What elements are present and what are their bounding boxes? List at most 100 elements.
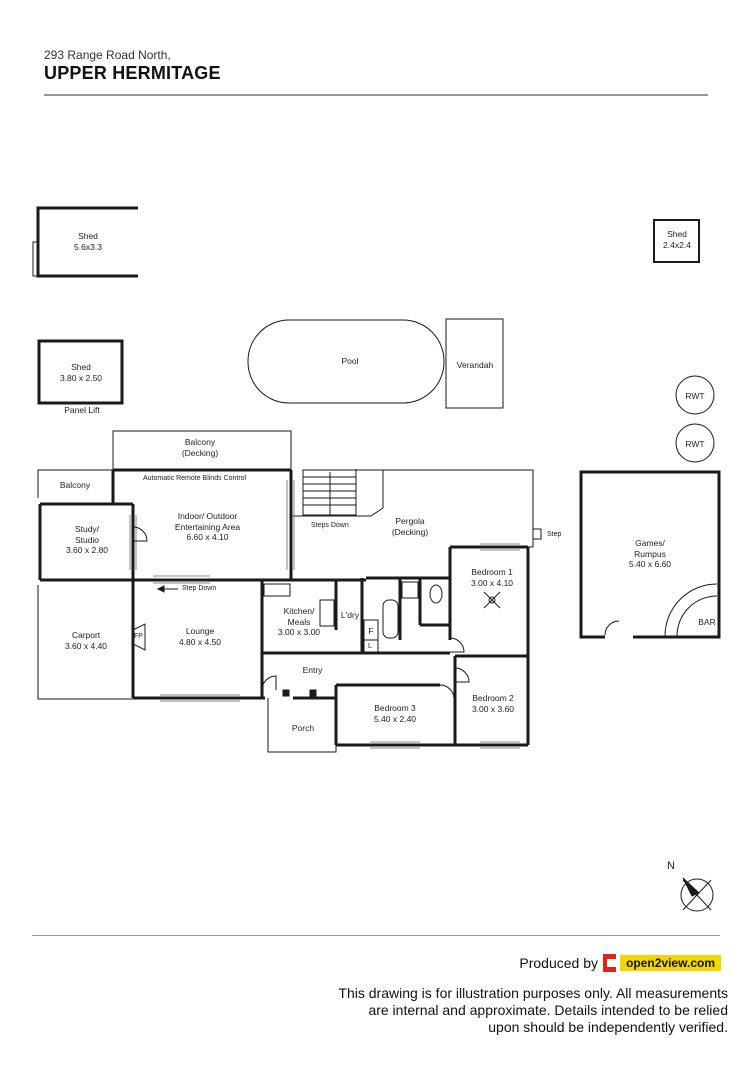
bedroom1-name: Bedroom 1 xyxy=(471,567,513,577)
balcony-decking-outline xyxy=(112,430,292,470)
shed-large-door xyxy=(32,241,39,277)
games-room-walls xyxy=(579,470,721,639)
study-size: 3.60 x 2.80 xyxy=(65,545,109,556)
shed-small-walls xyxy=(653,219,700,263)
shed-small-size: 2.4x2.4 xyxy=(663,239,691,250)
porch-post-1 xyxy=(282,689,290,697)
bedroom2-size: 3.00 x 3.60 xyxy=(471,703,515,714)
study-label: Study/ Studio 3.60 x 2.80 xyxy=(48,524,126,556)
shed-large-name: Shed xyxy=(78,231,98,241)
step-label: Step xyxy=(547,531,562,538)
pergola-sub: (Decking) xyxy=(391,526,429,537)
indoor-outdoor-size: 6.60 x 4.10 xyxy=(186,532,229,543)
porch-label: Porch xyxy=(291,723,315,733)
shed-mid-walls xyxy=(37,339,124,405)
north-label: N xyxy=(667,860,675,872)
bedroom2-name: Bedroom 2 xyxy=(472,693,514,703)
bar-counter-inner xyxy=(676,595,718,637)
carport-name: Carport xyxy=(71,630,101,640)
open2view-logo-text: open2view.com xyxy=(620,955,721,971)
games-size: 5.40 x 6.60 xyxy=(628,559,672,570)
step-down-arrowhead xyxy=(156,585,165,593)
produced-by-label: Produced by xyxy=(519,955,598,971)
disclaimer-line-3: upon should be independently verified. xyxy=(488,1019,728,1035)
panel-lift-label: Panel Lift xyxy=(64,405,100,415)
carport-size: 3.60 x 4.40 xyxy=(64,640,108,651)
shed-mid-size: 3.80 x 2.50 xyxy=(59,372,103,383)
shed-large-size: 5.6x3.3 xyxy=(74,241,102,252)
north-arrow-icon xyxy=(682,877,700,897)
kitchen-stove xyxy=(319,599,335,627)
lounge-size: 4.80 x 4.50 xyxy=(178,636,222,647)
balcony-small-label: Balcony xyxy=(59,480,91,490)
fridge-label: F xyxy=(368,626,374,636)
open2view-logo[interactable]: open2view.com xyxy=(603,954,721,972)
pool-label: Pool xyxy=(341,356,359,366)
linen-label: L xyxy=(368,643,372,650)
carport-label: Carport 3.60 x 4.40 xyxy=(50,630,122,651)
kitchen-sink xyxy=(263,583,291,597)
lounge-name: Lounge xyxy=(185,626,215,636)
balcony-decking-label: Balcony (Decking) xyxy=(150,437,250,458)
bar-label: BAR xyxy=(698,617,716,627)
kitchen-sub: Meals xyxy=(287,616,311,627)
bathtub xyxy=(382,599,399,639)
deck-step-outline xyxy=(291,469,384,517)
disclaimer-line-2: are internal and approximate. Details in… xyxy=(368,1002,728,1018)
bedroom3-label: Bedroom 3 5.40 x 2.40 xyxy=(355,703,435,724)
indoor-outdoor-label: Indoor/ Outdoor Entertaining Area 6.60 x… xyxy=(150,511,265,543)
header-divider xyxy=(44,94,708,96)
footer-divider xyxy=(32,935,720,936)
shed-mid-name: Shed xyxy=(71,362,91,372)
verandah-outline xyxy=(445,318,504,409)
linen-box xyxy=(363,639,379,655)
step-down-label: Step Down xyxy=(182,585,217,592)
lounge-label: Lounge 4.80 x 4.50 xyxy=(160,626,240,647)
study-sub: Studio xyxy=(74,534,100,545)
entry-label: Entry xyxy=(302,665,323,675)
fireplace-hearth xyxy=(132,623,146,651)
step-box xyxy=(532,528,542,540)
bedroom3-name: Bedroom 3 xyxy=(374,703,416,713)
shed-large-label: Shed 5.6x3.3 xyxy=(48,231,128,252)
bedroom1-label: Bedroom 1 3.00 x 4.10 xyxy=(457,567,527,588)
carport-outline xyxy=(37,585,133,700)
verandah-label: Verandah xyxy=(456,360,494,370)
bedroom2-label: Bedroom 2 3.00 x 3.60 xyxy=(458,693,528,714)
porch-outline xyxy=(267,698,337,753)
deck-steps xyxy=(302,469,357,516)
disclaimer: This drawing is for illustration purpose… xyxy=(308,985,728,1036)
shed-mid-label: Shed 3.80 x 2.50 xyxy=(40,362,122,383)
kitchen-label: Kitchen/ Meals 3.00 x 3.00 xyxy=(268,606,330,638)
pool-outline xyxy=(247,319,445,404)
laundry-label: L'dry xyxy=(340,610,360,620)
address-line: 293 Range Road North, xyxy=(44,48,171,62)
rwt-tank-2 xyxy=(675,423,715,463)
kitchen-name: Kitchen/ xyxy=(283,606,315,616)
balcony-decking-name: Balcony xyxy=(184,437,216,447)
bar-counter-outer xyxy=(664,583,718,637)
windows xyxy=(129,480,520,749)
shed-small-label: Shed 2.4x2.4 xyxy=(654,229,700,250)
blinds-note: Automatic Remote Blinds Control xyxy=(143,475,247,482)
disclaimer-line-1: This drawing is for illustration purpose… xyxy=(338,985,728,1001)
kitchen-size: 3.00 x 3.00 xyxy=(277,627,321,638)
open2view-logo-icon xyxy=(603,954,618,972)
steps-down-label: Steps Down xyxy=(311,522,349,529)
study-name: Study/ xyxy=(74,524,100,534)
bedroom1-size: 3.00 x 4.10 xyxy=(470,577,514,588)
games-label: Games/ Rumpus 5.40 x 6.60 xyxy=(600,538,700,570)
porch-post-2 xyxy=(309,689,317,697)
games-sub: Rumpus xyxy=(634,548,666,559)
rwt-1-label: RWT xyxy=(685,391,705,401)
games-name: Games/ xyxy=(635,538,665,548)
house-walls xyxy=(38,468,530,747)
pergola-name: Pergola xyxy=(395,516,425,526)
toilet xyxy=(429,584,443,604)
indoor-outdoor-sub: Entertaining Area xyxy=(174,521,241,532)
pergola-label: Pergola (Decking) xyxy=(370,516,450,537)
door-swings xyxy=(132,526,620,700)
fireplace-label: FP xyxy=(134,633,143,640)
balcony-decking-sub: (Decking) xyxy=(181,447,219,458)
